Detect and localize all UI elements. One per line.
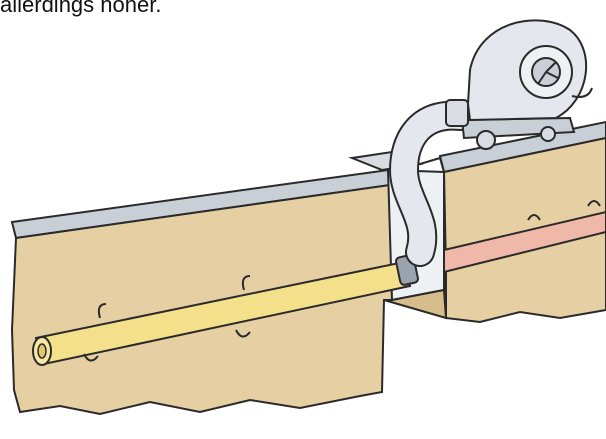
yellow-pipe-icon (32, 260, 412, 366)
pink-pipe-icon (443, 200, 606, 274)
caption-text: allerdings höher. (0, 0, 162, 17)
blower-icon (445, 19, 593, 150)
